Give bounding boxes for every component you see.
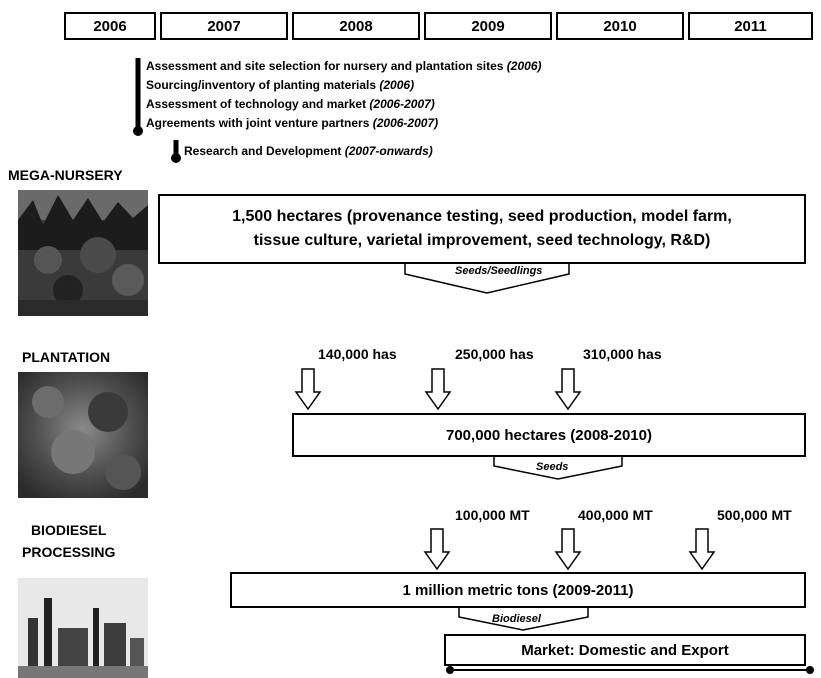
processing-label-line2: PROCESSING [22, 544, 116, 560]
setup-step: Assessment of technology and market (200… [146, 97, 435, 111]
setup-step: Assessment and site selection for nurser… [146, 59, 542, 73]
year-2009: 2009 [424, 12, 552, 40]
nursery-box-line2: tissue culture, varietal improvement, se… [253, 232, 711, 249]
processing-label: BIODIESEL PROCESSING [22, 519, 115, 563]
plantation-qty-2008: 140,000 has [318, 346, 397, 362]
year-2010: 2010 [556, 12, 684, 40]
setup-step: Agreements with joint venture partners (… [146, 116, 439, 130]
plantation-box: 700,000 hectares (2008-2010) [292, 413, 806, 457]
nursery-box: 1,500 hectares (provenance testing, seed… [158, 194, 806, 264]
processing-photo [18, 578, 148, 678]
processing-label-line1: BIODIESEL [30, 522, 107, 538]
research-step: Research and Development (2007-onwards) [184, 144, 433, 158]
nursery-label: MEGA-NURSERY [8, 167, 123, 183]
year-2008: 2008 [292, 12, 420, 40]
plantation-qty-2009: 250,000 has [455, 346, 534, 362]
year-2006: 2006 [64, 12, 156, 40]
processing-qty-2011: 500,000 MT [717, 507, 792, 523]
plantation-qty-2010: 310,000 has [583, 346, 662, 362]
processing-output-label: Biodiesel [492, 613, 541, 625]
year-2007: 2007 [160, 12, 288, 40]
year-2011: 2011 [688, 12, 813, 40]
plantation-output-label: Seeds [536, 461, 569, 473]
nursery-output-label: Seeds/Seedlings [455, 265, 543, 277]
nursery-box-line1: 1,500 hectares (provenance testing, seed… [232, 208, 732, 225]
processing-box: 1 million metric tons (2009-2011) [230, 572, 806, 608]
processing-qty-2009: 100,000 MT [455, 507, 530, 523]
market-box: Market: Domestic and Export [444, 634, 806, 666]
plantation-photo [18, 372, 148, 498]
setup-step: Sourcing/inventory of planting materials… [146, 78, 415, 92]
plantation-label: PLANTATION [22, 349, 111, 365]
nursery-photo [18, 190, 148, 316]
processing-qty-2010: 400,000 MT [578, 507, 653, 523]
